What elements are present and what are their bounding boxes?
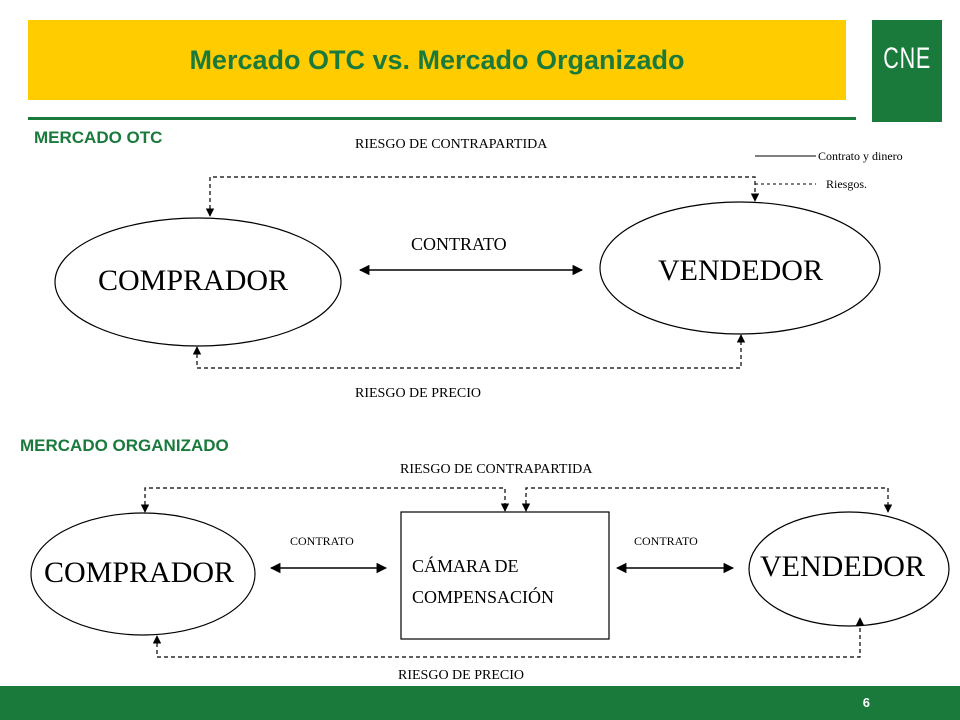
page-title: Mercado OTC vs. Mercado Organizado: [189, 44, 685, 75]
footer-bar: 6: [0, 686, 960, 720]
org-section-title: MERCADO ORGANIZADO: [20, 436, 229, 455]
org-contract-right-label: CONTRATO: [634, 534, 698, 548]
title-banner: Mercado OTC vs. Mercado Organizado: [28, 20, 846, 100]
org-contract-left-label: CONTRATO: [290, 534, 354, 548]
clearing-house-label-line2: COMPENSACIÓN: [412, 587, 555, 607]
otc-price-risk-path: [192, 334, 746, 369]
title-underline: [28, 117, 856, 120]
org-buyer-label: COMPRADOR: [44, 556, 235, 589]
org-seller-label: VENDEDOR: [760, 550, 925, 583]
legend-solid-label: Contrato y dinero: [818, 149, 903, 163]
otc-buyer-label: COMPRADOR: [98, 264, 289, 297]
legend-dashed-label: Riesgos.: [826, 177, 868, 191]
page-number: 6: [862, 695, 870, 710]
org-counterparty-risk-path-right: [521, 487, 893, 513]
otc-seller-label: VENDEDOR: [658, 254, 823, 287]
otc-counterparty-risk-label: RIESGO DE CONTRAPARTIDA: [355, 137, 548, 152]
org-price-risk-label: RIESGO DE PRECIO: [398, 668, 525, 683]
clearing-house-label-line1: CÁMARA DE: [412, 556, 519, 576]
otc-price-risk-label: RIESGO DE PRECIO: [355, 386, 482, 401]
logo-text: CNE: [883, 42, 931, 75]
org-counterparty-risk-label: RIESGO DE CONTRAPARTIDA: [400, 462, 593, 477]
org-buyer-ellipse: [30, 512, 256, 636]
org-counterparty-risk-path-left: [140, 487, 510, 513]
otc-section-title: MERCADO OTC: [34, 128, 163, 147]
otc-contract-label: CONTRATO: [411, 234, 507, 254]
org-price-risk-path: [152, 617, 865, 658]
otc-counterparty-risk-path: [205, 176, 760, 217]
cne-logo: CNE: [872, 20, 942, 122]
